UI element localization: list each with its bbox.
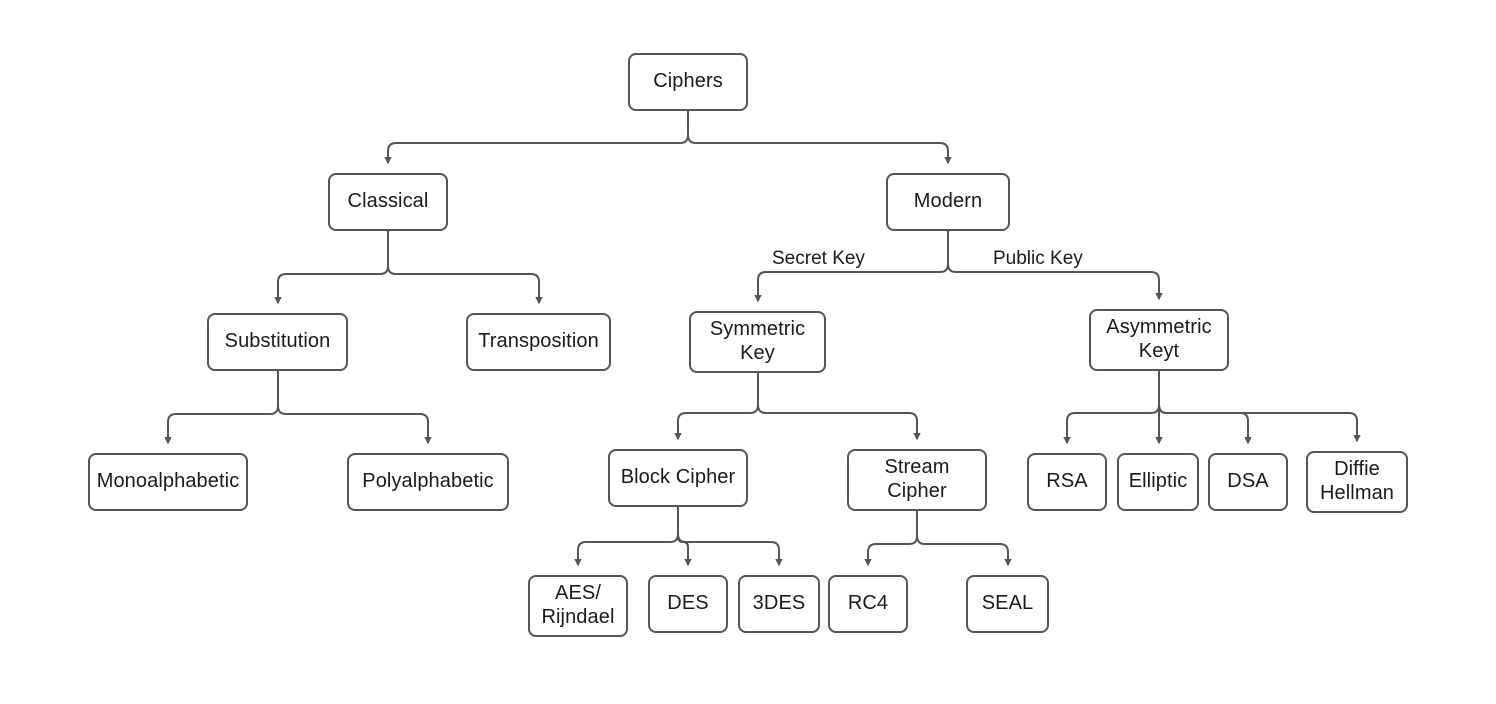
node-stream-cipher[interactable]: Stream Cipher — [847, 449, 987, 511]
node-dsa[interactable]: DSA — [1208, 453, 1288, 511]
edge-label-secret-key-label: Secret Key — [772, 248, 865, 269]
edge-symmetric-block — [674, 373, 759, 441]
node-rc4[interactable]: RC4 — [828, 575, 908, 633]
node-diffie-hellman[interactable]: Diffie Hellman — [1306, 451, 1408, 513]
node-aes-rijndael[interactable]: AES/ Rijndael — [528, 575, 628, 637]
node-substitution[interactable]: Substitution — [207, 313, 348, 371]
node-monoalphabetic[interactable]: Monoalphabetic — [88, 453, 248, 511]
node-rsa[interactable]: RSA — [1027, 453, 1107, 511]
node-polyalphabetic[interactable]: Polyalphabetic — [347, 453, 509, 511]
node-asymmetric-key[interactable]: Asymmetric Keyt — [1089, 309, 1229, 371]
node-des[interactable]: DES — [648, 575, 728, 633]
edge-ciphers-modern — [687, 111, 952, 165]
node-classical[interactable]: Classical — [328, 173, 448, 231]
edge-asymmetric-diffie — [1158, 371, 1361, 443]
node-symmetric-key[interactable]: Symmetric Key — [689, 311, 826, 373]
edge-block-des — [677, 507, 692, 567]
edge-label-public-key-label: Public Key — [993, 248, 1083, 269]
edge-classical-transposition — [387, 231, 543, 305]
node-seal[interactable]: SEAL — [966, 575, 1049, 633]
edge-asymmetric-dsa — [1158, 371, 1252, 445]
edge-ciphers-classical — [384, 111, 689, 165]
node-block-cipher[interactable]: Block Cipher — [608, 449, 748, 507]
edge-classical-substitution — [274, 231, 389, 305]
node-ciphers[interactable]: Ciphers — [628, 53, 748, 111]
node-elliptic[interactable]: Elliptic — [1117, 453, 1199, 511]
node-3des[interactable]: 3DES — [738, 575, 820, 633]
node-modern[interactable]: Modern — [886, 173, 1010, 231]
edge-substitution-monoalphabetic — [164, 371, 279, 445]
edge-block-3des — [677, 507, 783, 567]
edge-stream-rc4 — [864, 511, 918, 567]
node-transposition[interactable]: Transposition — [466, 313, 611, 371]
edge-asymmetric-rsa — [1063, 371, 1160, 445]
edge-stream-seal — [916, 511, 1012, 567]
edge-substitution-polyalphabetic — [277, 371, 432, 445]
edge-symmetric-stream — [757, 373, 921, 441]
edge-block-aes — [574, 507, 679, 567]
